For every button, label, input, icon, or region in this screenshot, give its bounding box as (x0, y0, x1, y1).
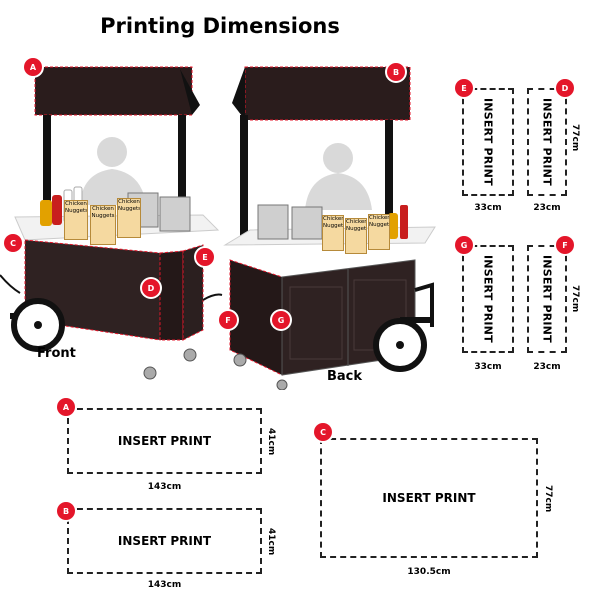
badge-panel-f: F (556, 236, 574, 254)
badge-panel-b: B (57, 502, 75, 520)
panel-e-print-area: INSERT PRINT (462, 88, 514, 196)
front-canopy-panel-a (34, 66, 193, 116)
badge-back-g: G (272, 311, 290, 329)
panel-g-print-area: INSERT PRINT (462, 245, 514, 353)
panel-a-width: 143cm (147, 482, 182, 492)
badge-back-f: F (219, 311, 237, 329)
panel-c-text: INSERT PRINT (382, 491, 476, 505)
panel-b-print-area: INSERT PRINT (67, 508, 262, 574)
panel-f-text: INSERT PRINT (540, 255, 554, 343)
panel-d-height: 77cm (570, 124, 580, 152)
front-nugget-bag: Chicken Nuggets (117, 198, 141, 238)
panel-b-width: 143cm (147, 580, 182, 590)
panel-e-text: INSERT PRINT (481, 98, 495, 186)
panel-a-text: INSERT PRINT (117, 434, 212, 448)
panel-d-print-area: INSERT PRINT (527, 88, 567, 196)
panel-g-width: 33cm (474, 362, 502, 372)
front-nugget-bag: Chicken Nuggets (64, 200, 88, 240)
badge-front-c: C (4, 234, 22, 252)
panel-e-width: 33cm (474, 203, 502, 213)
panel-b-height: 41cm (266, 528, 276, 556)
panel-d-width: 23cm (533, 203, 561, 213)
badge-front-a: A (24, 58, 42, 76)
panel-g-text: INSERT PRINT (481, 255, 495, 343)
front-cart-illustration (0, 66, 223, 380)
badge-panel-e: E (455, 79, 473, 97)
badge-front-e: E (196, 248, 214, 266)
front-panel-e (182, 244, 204, 341)
front-view-label: Front (37, 346, 76, 361)
panel-a-print-area: INSERT PRINT (67, 408, 262, 474)
front-panel-d (159, 250, 184, 341)
panel-f-height: 77cm (570, 285, 580, 313)
badge-panel-g: G (455, 236, 473, 254)
panel-d-text: INSERT PRINT (540, 98, 554, 186)
back-view-label: Back (327, 369, 363, 384)
front-nugget-bag: Chicken Nuggets (90, 205, 116, 245)
panel-c-width: 130.5cm (407, 567, 451, 577)
badge-front-d: D (142, 279, 160, 297)
back-nugget-bag: Chicken Nuggets (322, 215, 344, 251)
back-nugget-bag: Chicken Nuggets (345, 218, 367, 254)
badge-panel-d: D (556, 79, 574, 97)
panel-a-height: 41cm (266, 428, 276, 456)
badge-back-b: B (387, 63, 405, 81)
badge-panel-c: C (314, 423, 332, 441)
panel-c-print-area: INSERT PRINT (320, 438, 538, 558)
panel-c-height: 77cm (543, 485, 553, 513)
panel-f-print-area: INSERT PRINT (527, 245, 567, 353)
panel-b-text: INSERT PRINT (117, 534, 212, 548)
back-canopy-panel-b (244, 66, 411, 121)
panel-f-width: 23cm (533, 362, 561, 372)
back-nugget-bag: Chicken Nuggets (368, 214, 390, 250)
badge-panel-a: A (57, 398, 75, 416)
page-title: Printing Dimensions (100, 14, 340, 38)
